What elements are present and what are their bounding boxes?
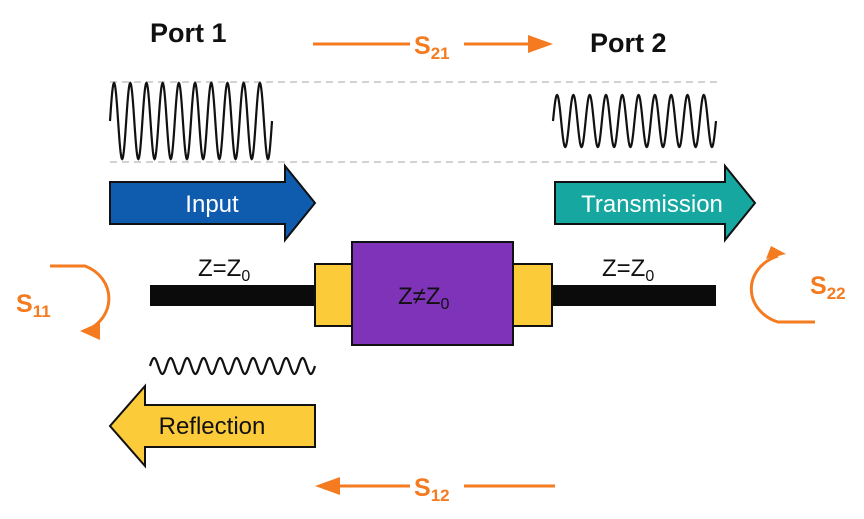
s12-label: S12 xyxy=(414,474,450,505)
line-impedance-right: Z=Z0 xyxy=(602,255,654,285)
transmission-label: Transmission xyxy=(581,191,723,218)
s21-label: S21 xyxy=(414,32,450,63)
dut-impedance-label: Z≠Z0 xyxy=(398,283,450,313)
s22-label: S22 xyxy=(810,272,846,303)
s11-curved-arrow xyxy=(50,264,111,340)
connector-right xyxy=(511,263,553,327)
reflection-arrow: Reflection xyxy=(108,383,316,469)
s11-label: S11 xyxy=(16,290,51,321)
input-label: Input xyxy=(185,191,239,218)
reflected-wave xyxy=(148,356,317,376)
port-1-label: Port 1 xyxy=(150,18,227,48)
s12-arrow: S12 xyxy=(315,474,555,505)
s21-arrow: S21 xyxy=(313,32,553,63)
s22-curved-arrow xyxy=(749,246,815,324)
port-2-label: Port 2 xyxy=(590,28,667,58)
transmitted-wave xyxy=(551,93,718,149)
transmission-line-right xyxy=(548,285,716,306)
dut-block xyxy=(351,241,514,346)
line-impedance-left: Z=Z0 xyxy=(198,255,250,285)
transmission-arrow: Transmission xyxy=(554,163,757,243)
reflection-label: Reflection xyxy=(159,413,266,440)
incident-wave xyxy=(108,81,274,161)
transmission-line-left xyxy=(150,285,318,306)
connector-left xyxy=(314,263,356,327)
input-arrow: Input xyxy=(109,163,317,243)
